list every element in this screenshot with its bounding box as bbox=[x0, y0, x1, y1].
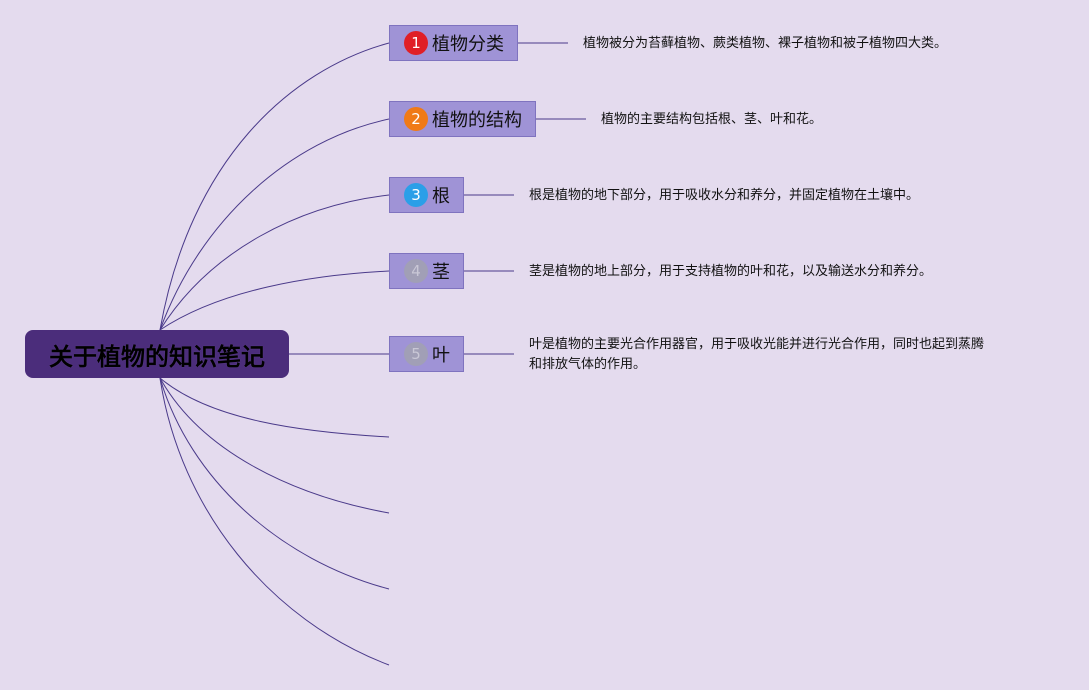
number-1-icon: 1 bbox=[404, 31, 428, 55]
topic-node-2[interactable]: 2 植物的结构 bbox=[389, 101, 536, 137]
topic-note-5-line-1: 叶是植物的主要光合作用器官，用于吸收光能并进行光合作用，同时也起到蒸腾 bbox=[529, 337, 985, 352]
topic-note-1: 植物被分为苔藓植物、蕨类植物、裸子植物和被子植物四大类。 bbox=[583, 36, 948, 51]
link-root-to-node-3 bbox=[159, 194, 390, 331]
number-2-icon: 2 bbox=[404, 107, 428, 131]
link-root-empty-4 bbox=[159, 377, 390, 666]
number-3-icon: 3 bbox=[404, 183, 428, 207]
topic-note-5-line-2: 和排放气体的作用。 bbox=[529, 357, 647, 372]
topic-note-5: 叶是植物的主要光合作用器官，用于吸收光能并进行光合作用，同时也起到蒸腾 和排放气… bbox=[529, 335, 984, 375]
topic-node-5[interactable]: 5 叶 bbox=[389, 336, 464, 372]
topic-note-3: 根是植物的地下部分，用于吸收水分和养分，并固定植物在土壤中。 bbox=[529, 188, 920, 203]
link-root-to-node-1 bbox=[159, 42, 390, 331]
number-5-icon: 5 bbox=[404, 342, 428, 366]
topic-node-5-label: 叶 bbox=[432, 345, 450, 366]
topic-note-2: 植物的主要结构包括根、茎、叶和花。 bbox=[601, 112, 823, 127]
topic-node-4-label: 茎 bbox=[432, 262, 450, 283]
link-root-empty-2 bbox=[159, 377, 390, 514]
topic-node-3-label: 根 bbox=[432, 186, 450, 207]
root-topic[interactable]: 关于植物的知识笔记 bbox=[25, 330, 289, 378]
number-4-icon: 4 bbox=[404, 259, 428, 283]
topic-node-3[interactable]: 3 根 bbox=[389, 177, 464, 213]
link-root-empty-1 bbox=[159, 377, 390, 438]
topic-note-4: 茎是植物的地上部分，用于支持植物的叶和花，以及输送水分和养分。 bbox=[529, 264, 933, 279]
link-root-empty-3 bbox=[159, 377, 390, 590]
root-topic-label: 关于植物的知识笔记 bbox=[49, 342, 265, 371]
topic-node-4[interactable]: 4 茎 bbox=[389, 253, 464, 289]
link-root-to-node-2 bbox=[159, 118, 390, 331]
topic-node-1-label: 植物分类 bbox=[432, 34, 504, 55]
topic-node-1[interactable]: 1 植物分类 bbox=[389, 25, 518, 61]
topic-node-2-label: 植物的结构 bbox=[432, 110, 522, 131]
link-root-to-node-4 bbox=[159, 270, 390, 331]
